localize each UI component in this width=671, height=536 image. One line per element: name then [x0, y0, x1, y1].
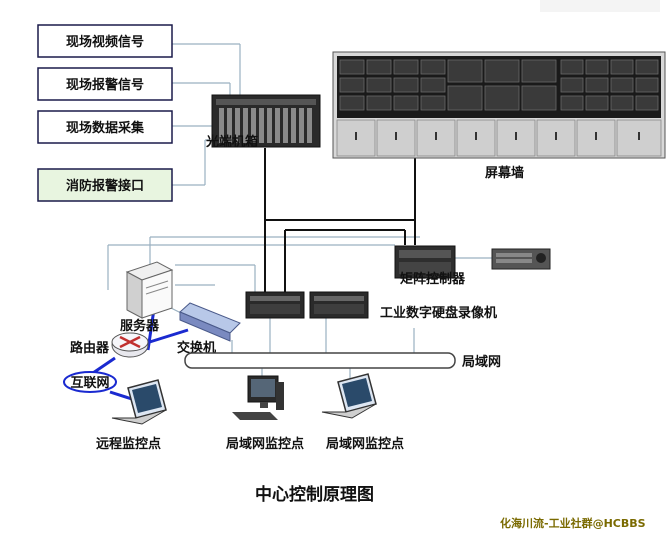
screen-wall-icon [332, 51, 666, 159]
input-box-alarm: 现场报警信号 [37, 67, 173, 101]
keyboard-icon [491, 248, 551, 270]
server-label: 服务器 [120, 318, 160, 334]
input-box-video-label: 现场视频信号 [66, 34, 144, 50]
optical-chassis-icon [211, 94, 321, 148]
server-icon [125, 261, 174, 319]
router-icon [111, 332, 149, 358]
watermark: 化海川流-工业社群@HCBBS [500, 516, 646, 530]
lan-desktop-icon [232, 375, 284, 420]
input-box-video: 现场视频信号 [37, 24, 173, 58]
top-right-patch [540, 0, 660, 12]
lan-monitor-1-label: 局域网监控点 [226, 436, 304, 452]
screen-wall-label: 屏幕墙 [485, 165, 524, 181]
dvr-label: 工业数字硬盘录像机 [380, 305, 497, 321]
input-box-alarm-label: 现场报警信号 [66, 77, 144, 93]
lan-label: 局域网 [462, 354, 501, 370]
fire-alarm-box: 消防报警接口 [37, 168, 173, 202]
dark-connections [264, 148, 416, 292]
diagram-title: 中心控制原理图 [255, 484, 374, 505]
input-box-data: 现场数据采集 [37, 110, 173, 144]
lan-bus [184, 352, 456, 369]
fire-alarm-label: 消防报警接口 [66, 178, 144, 194]
matrix-controller-icon [394, 245, 456, 279]
internet-label: 互联网 [70, 376, 109, 391]
dvr-icon-1 [245, 291, 305, 319]
dvr-icon-2 [309, 291, 369, 319]
matrix-controller-label: 矩阵控制器 [399, 271, 466, 287]
switch-label: 交换机 [177, 340, 216, 356]
remote-monitor-label: 远程监控点 [96, 436, 161, 452]
lan-laptop-icon [321, 373, 377, 419]
optical-chassis-label: 光端机箱 [205, 134, 258, 150]
switch-icon [179, 302, 241, 342]
internet-node: 互联网 [63, 371, 117, 393]
router-label: 路由器 [70, 340, 110, 356]
input-box-data-label: 现场数据采集 [66, 120, 145, 136]
remote-laptop-icon [111, 379, 167, 425]
lan-monitor-2-label: 局域网监控点 [326, 436, 404, 452]
